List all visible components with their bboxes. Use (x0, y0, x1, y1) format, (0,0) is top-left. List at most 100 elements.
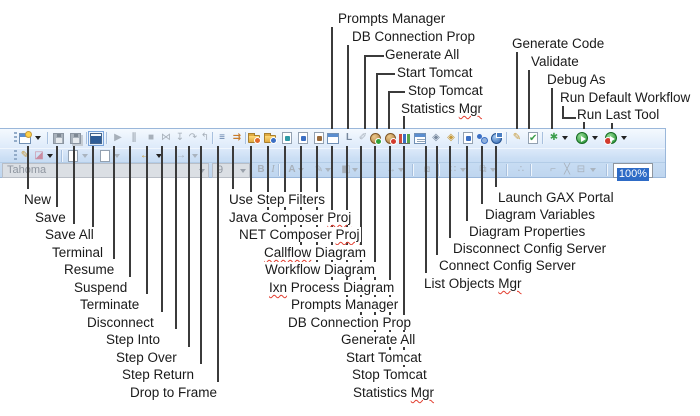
ixn-process-diagram-icon[interactable] (314, 132, 324, 144)
fill-color-button[interactable]: ◧ (339, 163, 353, 177)
generate-code-icon[interactable]: ✎ (512, 132, 522, 143)
new-dropdown-arrow[interactable] (35, 136, 41, 140)
callout-line-debug-as (551, 88, 553, 129)
template-icon[interactable] (100, 150, 110, 162)
spellcheck-squiggle: Mgr (498, 276, 522, 291)
callout-statistics-mgr: Statistics Mgr (352, 385, 436, 400)
font-size-select[interactable]: 9 (212, 163, 250, 178)
callout-use-step-filters: Use Step Filters (228, 192, 327, 207)
callout-line-disconnect-config-server (449, 146, 451, 238)
stop-tomcat-icon[interactable] (385, 133, 397, 145)
fill-color-dropdown-arrow[interactable] (352, 168, 358, 172)
debug-as-dropdown-arrow[interactable] (562, 136, 568, 140)
callout-ixn-process-diagram: Ixn Process Diagram (268, 280, 396, 295)
net-composer-project-icon[interactable] (264, 133, 277, 144)
callout-callflow-diagram: Callflow Diagram (263, 245, 368, 260)
callout-line-diagram-properties (466, 146, 468, 221)
callout-line-stop-tomcat (388, 91, 390, 129)
statistics-mgr-icon[interactable] (399, 134, 410, 144)
separator (61, 150, 63, 162)
group-button[interactable]: ⧉ (479, 164, 487, 175)
font-color-button[interactable]: A (288, 164, 296, 175)
generate-all-icon[interactable]: ✐ (358, 132, 368, 143)
italic-button[interactable]: I (271, 164, 275, 175)
bold-button[interactable]: B (257, 164, 265, 175)
back-dropdown-arrow[interactable] (156, 154, 162, 158)
run-last-tool-icon[interactable] (604, 132, 617, 145)
connect-config-server-icon[interactable]: ◈ (432, 132, 440, 143)
debug-as-icon[interactable]: ✱ (549, 132, 559, 143)
font-size-value: 9 (217, 164, 224, 176)
connector-arrow-button[interactable]: → (386, 164, 396, 175)
prompts-manager-icon[interactable] (327, 133, 339, 144)
align-dropdown-arrow[interactable] (460, 168, 466, 172)
callout-step-over: Step Over (115, 350, 178, 365)
snap-button[interactable]: ∴ (517, 164, 525, 175)
terminate-icon[interactable]: ■ (147, 132, 155, 143)
align-button[interactable]: ∷ (449, 164, 457, 175)
drop-to-frame-icon[interactable]: ≡ (219, 132, 225, 143)
suspend-icon[interactable]: ∥ (131, 132, 137, 143)
start-tomcat-icon[interactable] (370, 133, 382, 145)
step-return-icon[interactable]: ↰ (200, 132, 210, 143)
callout-resume: Resume (63, 262, 116, 277)
callout-line-resume (113, 146, 115, 259)
diagram-properties-icon[interactable] (463, 132, 473, 144)
callout-prompts-manager: Prompts Manager (290, 297, 400, 312)
callout-line-disconnect (161, 146, 163, 312)
callout-stop-tomcat: Stop Tomcat (407, 83, 484, 98)
callflow-diagram-icon[interactable] (282, 132, 292, 144)
workflow-diagram-icon[interactable] (298, 132, 308, 144)
highlighter-dropdown-arrow[interactable] (325, 168, 331, 172)
run-default-workflow-dropdown-arrow[interactable] (592, 136, 598, 140)
pencil-icon[interactable]: ✎ (20, 150, 30, 161)
separator (47, 132, 49, 144)
disconnect-config-server-icon[interactable]: ◈ (447, 132, 455, 143)
callout-line-suspend (129, 146, 131, 277)
save-icon[interactable] (53, 133, 64, 144)
java-composer-project-icon[interactable] (248, 133, 261, 144)
disconnect-icon[interactable]: ⋈ (161, 132, 171, 143)
run-last-tool-dropdown-arrow[interactable] (621, 136, 627, 140)
line-connector-button[interactable]: ╳ (563, 164, 571, 175)
run-default-workflow-icon[interactable] (576, 132, 588, 144)
forward-icon[interactable]: → (176, 150, 186, 161)
callout-generate-all: Generate All (340, 332, 417, 347)
callout-line-step-over (188, 146, 190, 347)
validate-icon[interactable]: ✔ (528, 132, 538, 144)
callout-line-diagram-variables (481, 146, 483, 204)
insert-dropdown-arrow[interactable] (82, 154, 88, 158)
forward-dropdown-arrow[interactable] (192, 154, 198, 158)
highlighter-button[interactable]: ✎ (314, 164, 324, 175)
callout-line-run-last-tool (611, 123, 613, 129)
step-into-icon[interactable]: ↧ (175, 132, 185, 143)
terminal-icon[interactable] (88, 131, 104, 146)
use-step-filters-icon[interactable]: ⇉ (232, 132, 242, 143)
separator (412, 164, 414, 176)
distribute-dropdown-arrow[interactable] (590, 168, 596, 172)
diagram-variables-icon[interactable] (476, 132, 489, 145)
new-icon[interactable] (19, 131, 32, 144)
group-dropdown-arrow[interactable] (490, 168, 496, 172)
toolbar-grip (14, 150, 17, 162)
launch-gax-portal-icon[interactable] (491, 132, 503, 144)
resume-icon[interactable]: ▶ (114, 132, 122, 143)
connector-dropdown-arrow[interactable] (398, 168, 404, 172)
callout-prompts-manager: Prompts Manager (337, 11, 447, 26)
zoom-input[interactable]: 100% (613, 163, 653, 181)
callout-line-db-connection-prop (347, 45, 349, 129)
bring-forward-button[interactable]: ⧈ (423, 164, 431, 175)
list-objects-mgr-icon[interactable] (414, 133, 426, 144)
db-connection-prop-icon[interactable]: L (345, 132, 353, 143)
toolbar-row-main: ▶ ∥ ■ ⋈ ↧↷↰ ≡ ⇉ L ✐ ◈ ◈ ✎ ✔ ✱ (0, 131, 665, 148)
save-all-icon[interactable] (70, 133, 81, 144)
edit-dropdown-arrow[interactable] (47, 154, 53, 158)
font-family-select[interactable]: Tahoma (2, 163, 209, 178)
distribute-button[interactable]: ⊟ (576, 164, 586, 175)
template-dropdown-arrow[interactable] (114, 154, 120, 158)
elbow-connector-button[interactable]: ⌐ (550, 164, 556, 175)
eraser-icon[interactable]: ◪ (34, 150, 44, 161)
spellcheck-squiggle: Proj (327, 210, 352, 225)
back-icon[interactable]: ← (140, 150, 150, 161)
step-over-icon[interactable]: ↷ (188, 132, 198, 143)
